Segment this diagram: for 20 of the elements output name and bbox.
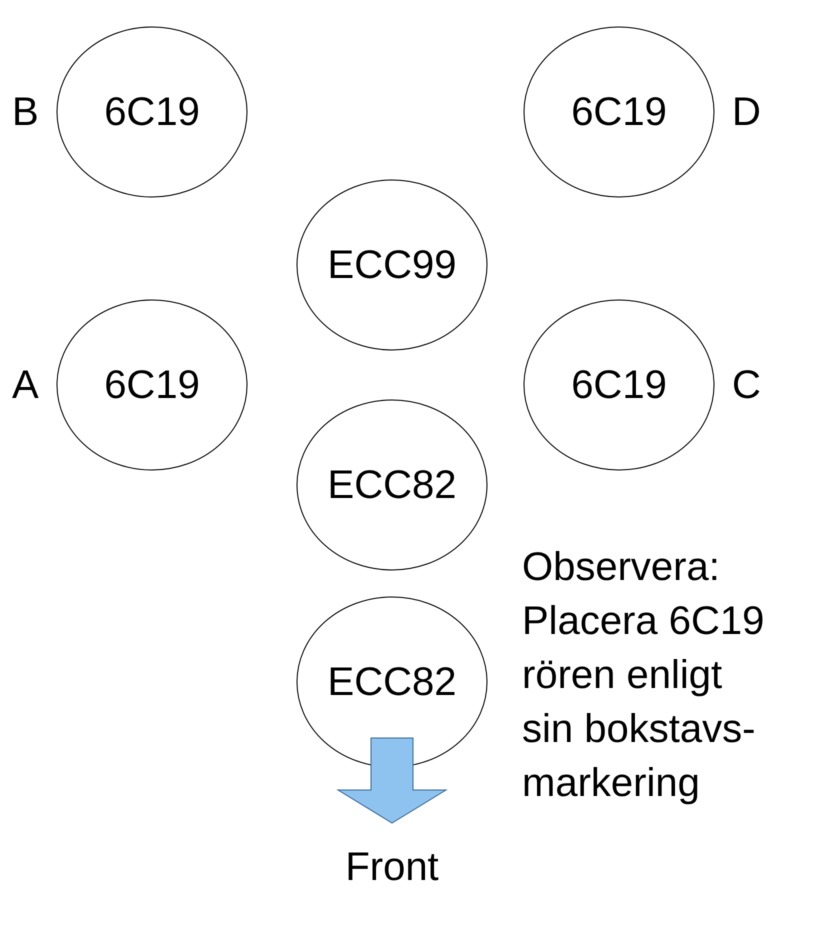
tube-socket-circle <box>296 179 488 351</box>
tube-type-label: 6C19 <box>104 90 200 134</box>
tube-type-label: ECC82 <box>328 660 456 704</box>
tube-socket-circle <box>296 596 488 768</box>
tube-socket-circle <box>523 26 715 198</box>
tube-socket-circle <box>523 299 715 471</box>
tube-type-label: ECC82 <box>328 462 456 508</box>
position-letter: C <box>732 363 761 408</box>
position-letter: A <box>12 363 39 408</box>
tube-socket-circle <box>56 299 248 471</box>
tube-type-label: 6C19 <box>571 90 667 134</box>
tube-socket-circle <box>56 26 248 198</box>
tube-type-label: ECC99 <box>328 242 456 288</box>
position-letter: D <box>732 90 761 135</box>
direction-label: Front <box>344 844 440 891</box>
tube-type-label: 6C19 <box>104 362 200 408</box>
note-text: Observera: Placera 6C19 rören enligt sin bokstavs-markering <box>522 544 766 807</box>
position-letter: B <box>12 90 39 135</box>
tube-socket-circle <box>296 399 488 571</box>
tube-type-label: 6C19 <box>571 362 667 408</box>
